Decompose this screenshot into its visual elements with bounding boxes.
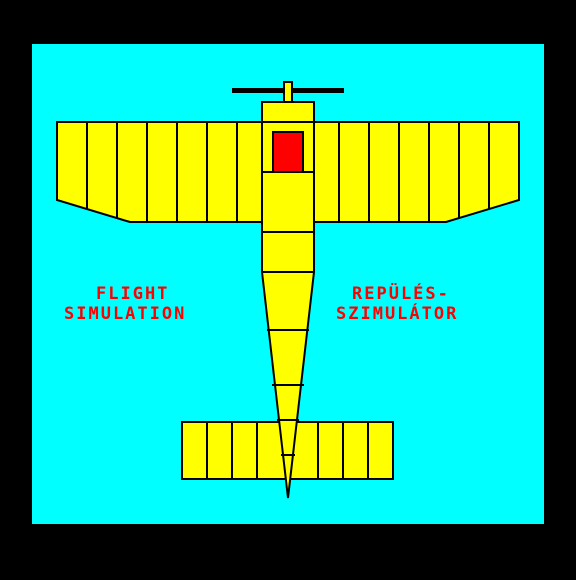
cockpit bbox=[272, 131, 304, 173]
title-hungarian-line-2: SZIMULÁTOR bbox=[336, 304, 459, 324]
fuselage bbox=[261, 101, 315, 499]
title-hungarian-line-1: REPÜLÉS- bbox=[352, 284, 450, 304]
title-english-line-2: SIMULATION bbox=[64, 304, 187, 324]
title-english-line-1: FLIGHT bbox=[96, 284, 170, 304]
propeller-icon bbox=[232, 81, 344, 103]
